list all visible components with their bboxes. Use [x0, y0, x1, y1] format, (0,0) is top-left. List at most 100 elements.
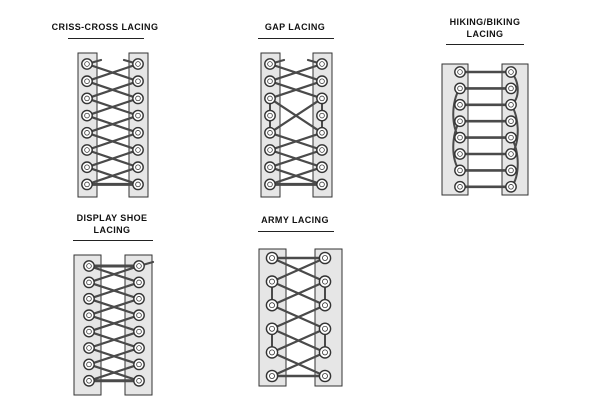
eyelet-hole	[135, 61, 141, 67]
eyelet-hole	[135, 147, 141, 153]
lace-segment	[87, 314, 141, 333]
eyelet	[505, 98, 517, 111]
eyelet-hole	[267, 147, 273, 153]
eyelet-hole	[86, 279, 92, 286]
eyelet	[83, 260, 95, 272]
eyelet-hole	[319, 130, 325, 136]
eyelet-hole	[322, 278, 328, 285]
eyelet	[505, 180, 517, 193]
eyelet	[133, 260, 145, 272]
eyelet	[316, 161, 328, 174]
eyelet	[132, 126, 144, 139]
eyelet	[81, 178, 93, 191]
eyelet-hole	[136, 378, 142, 384]
eyelet-hole	[508, 102, 514, 108]
eyelet-hole	[267, 181, 273, 188]
eyelet	[83, 358, 95, 371]
eyelet-hole	[269, 278, 275, 285]
eyelet	[316, 92, 328, 105]
eyelet	[265, 275, 279, 288]
eyelet	[133, 325, 145, 338]
eyelet	[83, 309, 95, 322]
lace-segment	[268, 166, 324, 186]
eyelet	[132, 178, 144, 191]
eyelet	[505, 148, 517, 160]
eyelet-hole	[86, 345, 92, 351]
lace-segment	[87, 330, 141, 350]
eyelet-hole	[136, 279, 142, 286]
eyelet-hole	[84, 78, 90, 84]
hiking-biking-rule	[446, 44, 524, 45]
lace-segment	[268, 131, 324, 152]
criss-cross-rule	[68, 38, 144, 39]
eyelet-hole	[267, 130, 273, 136]
eyelet-hole	[84, 130, 90, 136]
eyelet	[133, 292, 145, 305]
eyelet-hole	[508, 118, 514, 124]
eyelet	[454, 82, 466, 95]
hiking-biking-diagram	[441, 63, 529, 196]
eyelet-hole	[86, 328, 92, 335]
lace-segment	[268, 148, 324, 169]
eyelet	[265, 298, 279, 312]
eyelet-hole	[135, 112, 141, 119]
eyelet-hole	[267, 78, 273, 84]
lace-segment	[85, 114, 140, 134]
eyelet	[83, 276, 95, 289]
eyelet	[264, 144, 276, 156]
lace-segment	[268, 62, 324, 83]
eyelet-hole	[84, 95, 90, 102]
eyelet-hole	[457, 167, 463, 174]
lace-segment	[270, 327, 327, 354]
eyelet	[265, 369, 279, 383]
gap-rule	[258, 38, 334, 39]
eyelet	[265, 251, 279, 265]
eyelet	[318, 298, 332, 312]
eyelet-hole	[135, 130, 141, 136]
eyelet	[264, 92, 276, 105]
eyelet-hole	[84, 112, 90, 119]
lace-segment	[270, 351, 327, 378]
eyelet	[318, 346, 332, 359]
right-flap	[128, 52, 149, 198]
gap-title: GAP LACING	[264, 22, 326, 32]
eyelet	[83, 374, 95, 387]
lace-segment	[270, 280, 327, 307]
eyelet	[133, 358, 145, 371]
eyelet	[454, 66, 466, 78]
eyelet	[132, 161, 144, 174]
eyelet-hole	[84, 147, 90, 153]
eyelet-hole	[269, 255, 275, 261]
eyelet	[316, 58, 328, 70]
eyelet-hole	[267, 95, 273, 102]
eyelet-hole	[136, 345, 142, 351]
eyelet	[264, 109, 276, 122]
eyelet-hole	[269, 325, 275, 332]
lace-segment	[85, 148, 140, 169]
eyelet-hole	[322, 373, 328, 379]
army-title: ARMY LACING	[261, 215, 329, 225]
eyelet	[133, 276, 145, 289]
eyelet-hole	[319, 78, 325, 84]
eyelet	[81, 109, 93, 122]
eyelet-hole	[319, 164, 325, 170]
army-rule	[258, 231, 334, 232]
eyelet	[83, 342, 95, 354]
gap-diagram	[260, 52, 333, 198]
eyelet	[454, 180, 466, 193]
eyelet	[81, 58, 93, 70]
eyelet-hole	[319, 95, 325, 102]
eyelet	[83, 325, 95, 338]
hiking-biking-title-line2: LACING	[466, 29, 504, 39]
left-flap	[258, 248, 287, 387]
eyelet	[505, 164, 517, 177]
eyelet	[264, 161, 276, 174]
eyelet-hole	[508, 69, 514, 75]
eyelet-hole	[322, 325, 328, 332]
eyelet-hole	[457, 184, 463, 190]
eyelet	[81, 92, 93, 105]
eyelet	[505, 66, 517, 78]
eyelet	[316, 144, 328, 156]
eyelet-hole	[322, 349, 328, 356]
